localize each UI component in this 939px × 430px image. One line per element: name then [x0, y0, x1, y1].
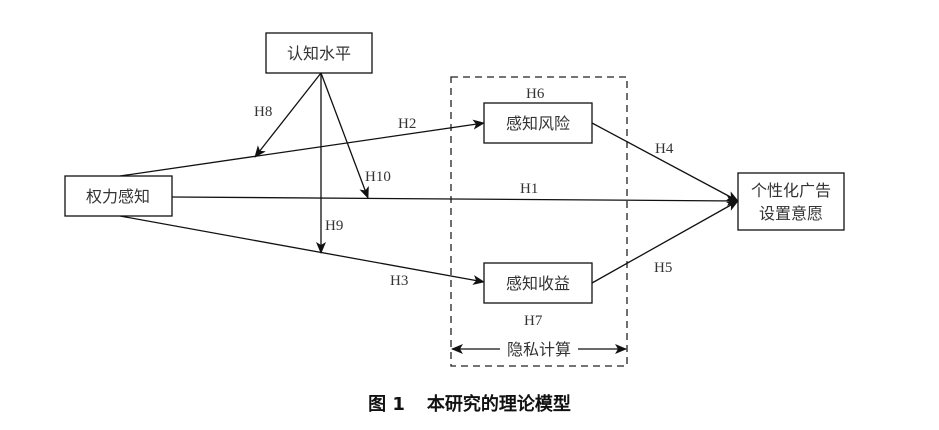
node-cognitive-level-label: 认知水平 — [287, 44, 351, 63]
node-perceived-risk: 感知风险 — [483, 102, 593, 144]
edge-h2 — [119, 119, 485, 177]
edge-h5 — [591, 200, 739, 284]
node-intention-line1: 个性化广告 — [751, 181, 831, 200]
label-h5: H5 — [654, 260, 672, 276]
label-h1: H1 — [520, 181, 538, 197]
node-cognitive-level: 认知水平 — [265, 32, 373, 74]
edge-h1 — [171, 195, 739, 206]
label-h10: H10 — [365, 169, 391, 185]
edge-h4 — [591, 122, 739, 202]
label-h8: H8 — [254, 104, 272, 120]
figure-number: 图 1 — [368, 394, 405, 415]
node-perceived-risk-label: 感知风险 — [506, 114, 570, 133]
edge-h3 — [119, 215, 485, 285]
node-perceived-benefit-label: 感知收益 — [506, 274, 570, 293]
figure-caption: 图 1 本研究的理论模型 — [0, 390, 939, 416]
label-h3: H3 — [390, 273, 408, 289]
figure-title: 本研究的理论模型 — [426, 394, 571, 415]
label-h9: H9 — [325, 218, 343, 234]
label-h4: H4 — [655, 141, 674, 157]
edge-h8 — [254, 72, 322, 158]
node-perceived-benefit: 感知收益 — [483, 262, 593, 304]
node-intention-line2: 设置意愿 — [759, 204, 823, 223]
label-h6: H6 — [526, 86, 545, 102]
privacy-calculus-label: 隐私计算 — [507, 340, 571, 359]
label-h2: H2 — [398, 116, 416, 132]
node-ad-setting-intention: 个性化广告 设置意愿 — [737, 172, 845, 231]
edge-h10 — [320, 72, 369, 199]
label-h7: H7 — [524, 313, 543, 329]
node-power-perception: 权力感知 — [64, 175, 173, 217]
privacy-calculus-group — [450, 76, 628, 367]
node-power-perception-label: 权力感知 — [86, 187, 150, 206]
